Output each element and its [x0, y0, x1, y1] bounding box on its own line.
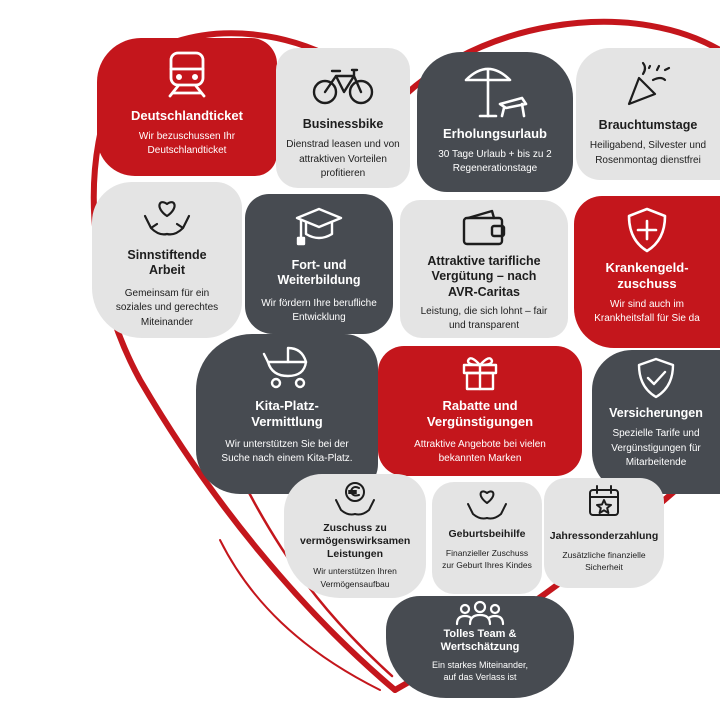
graduation-cap-icon: [295, 207, 343, 246]
benefit-tile-geburtsbeihilfe: Geburtsbeihilfe Finanzieller Zuschuss zu…: [432, 482, 542, 594]
tile-description: Wir fördern Ihre berufliche Entwicklung: [261, 297, 377, 324]
tile-title: Fort- und Weiterbildung: [277, 258, 361, 288]
tile-description: Wir unterstützen Ihren Vermögensaufbau: [313, 566, 397, 589]
tile-description: Ein starkes Miteinander, auf das Verlass…: [431, 659, 529, 682]
gift-icon: [462, 357, 498, 391]
beach-umbrella-icon: [464, 67, 528, 118]
stroller-icon: [262, 346, 308, 389]
benefit-tile-versicherungen: Versicherungen Spezielle Tarife und Verg…: [592, 350, 720, 494]
train-icon: [168, 51, 206, 98]
tile-title: Attraktive tarifliche Vergütung – nach A…: [427, 254, 541, 299]
shield-check-icon: [637, 357, 675, 399]
benefit-tile-rabatte-und-verguenstigungen: Rabatte und Vergünstigungen Attraktive A…: [378, 346, 582, 476]
shield-plus-icon: [627, 207, 667, 253]
tile-description: Wir unterstützen Sie bei der Suche nach …: [221, 438, 353, 465]
benefit-tile-sinnstiftende-arbeit: Sinnstiftende Arbeit Gemeinsam für ein s…: [92, 182, 242, 338]
tile-title: Brauchtumstage: [598, 118, 698, 132]
benefit-tile-jahressonderzahlung: Jahressonderzahlung Zusätzliche finanzie…: [544, 478, 664, 588]
team-icon: [455, 600, 505, 626]
tile-description: Wir sind auch im Krankheitsfall für Sie …: [594, 298, 700, 325]
calendar-star-icon: [589, 485, 619, 516]
benefit-tile-deutschlandticket: Deutschlandticket Wir bezuschussen Ihr D…: [97, 38, 277, 176]
tile-title: Krankengeld-zuschuss: [605, 260, 689, 291]
benefit-tile-vermoegenswirksame-leistungen: Zuschuss zu vermögenswirksamen Leistunge…: [284, 474, 426, 598]
benefit-tile-brauchtumstage: Brauchtumstage Heiligabend, Silvester un…: [576, 48, 720, 180]
benefit-tile-erholungsurlaub: Erholungsurlaub 30 Tage Urlaub + bis zu …: [417, 52, 573, 192]
tile-title: Versicherungen: [609, 406, 703, 420]
tile-description: Attraktive Angebote bei vielen bekannten…: [414, 438, 546, 465]
tile-description: Dienstrad leasen und von attraktiven Vor…: [286, 139, 400, 180]
benefit-tile-krankengeldzuschuss: Krankengeld-zuschuss Wir sind auch im Kr…: [574, 196, 720, 348]
tile-title: Sinnstiftende Arbeit: [127, 248, 207, 278]
tile-description: Wir bezuschussen Ihr Deutschlandticket: [138, 130, 236, 157]
tile-description: Spezielle Tarife und Vergünstigungen für…: [611, 428, 701, 469]
euro-coin-hands-icon: [335, 482, 375, 516]
tile-description: Heiligabend, Silvester und Rosenmontag d…: [589, 140, 707, 166]
benefit-tile-tolles-team: Tolles Team & Wertschätzung Ein starkes …: [386, 596, 574, 698]
tile-title: Deutschlandticket: [131, 108, 243, 123]
tile-title: Erholungsurlaub: [443, 126, 547, 141]
tile-description: Gemeinsam für ein soziales und gerechtes…: [115, 287, 219, 328]
tile-title: Zuschuss zu vermögenswirksamen Leistunge…: [300, 522, 411, 561]
benefit-tile-verguetung: Attraktive tarifliche Vergütung – nach A…: [400, 200, 568, 338]
party-popper-icon: [627, 61, 671, 106]
tile-title: Kita-Platz-Vermittlung: [251, 398, 323, 429]
tile-description: 30 Tage Urlaub + bis zu 2 Regenerationst…: [438, 148, 552, 175]
tile-title: Rabatte und Vergünstigungen: [426, 398, 534, 429]
tile-description: Zusätzliche finanzielle Sicherheit: [562, 549, 646, 573]
benefit-tile-kita-platz-vermittlung: Kita-Platz-Vermittlung Wir unterstützen …: [196, 334, 378, 494]
tile-title: Geburtsbeihilfe: [448, 528, 526, 540]
benefit-tile-businessbike: Businessbike Dienstrad leasen und von at…: [276, 48, 410, 188]
heart-in-hands-icon: [143, 201, 191, 236]
benefit-tile-fort-und-weiterbildung: Fort- und Weiterbildung Wir fördern Ihre…: [245, 194, 393, 334]
tile-description: Finanzieller Zuschuss zur Geburt Ihres K…: [442, 547, 532, 571]
bicycle-icon: [312, 68, 374, 105]
heart-hands-icon: [467, 490, 507, 520]
wallet-icon: [462, 209, 506, 246]
tile-description: Leistung, die sich lohnt – fair und tran…: [420, 305, 548, 332]
tile-title: Jahressonderzahlung: [549, 530, 659, 542]
tile-title: Businessbike: [302, 117, 384, 131]
tile-title: Tolles Team & Wertschätzung: [440, 628, 520, 654]
